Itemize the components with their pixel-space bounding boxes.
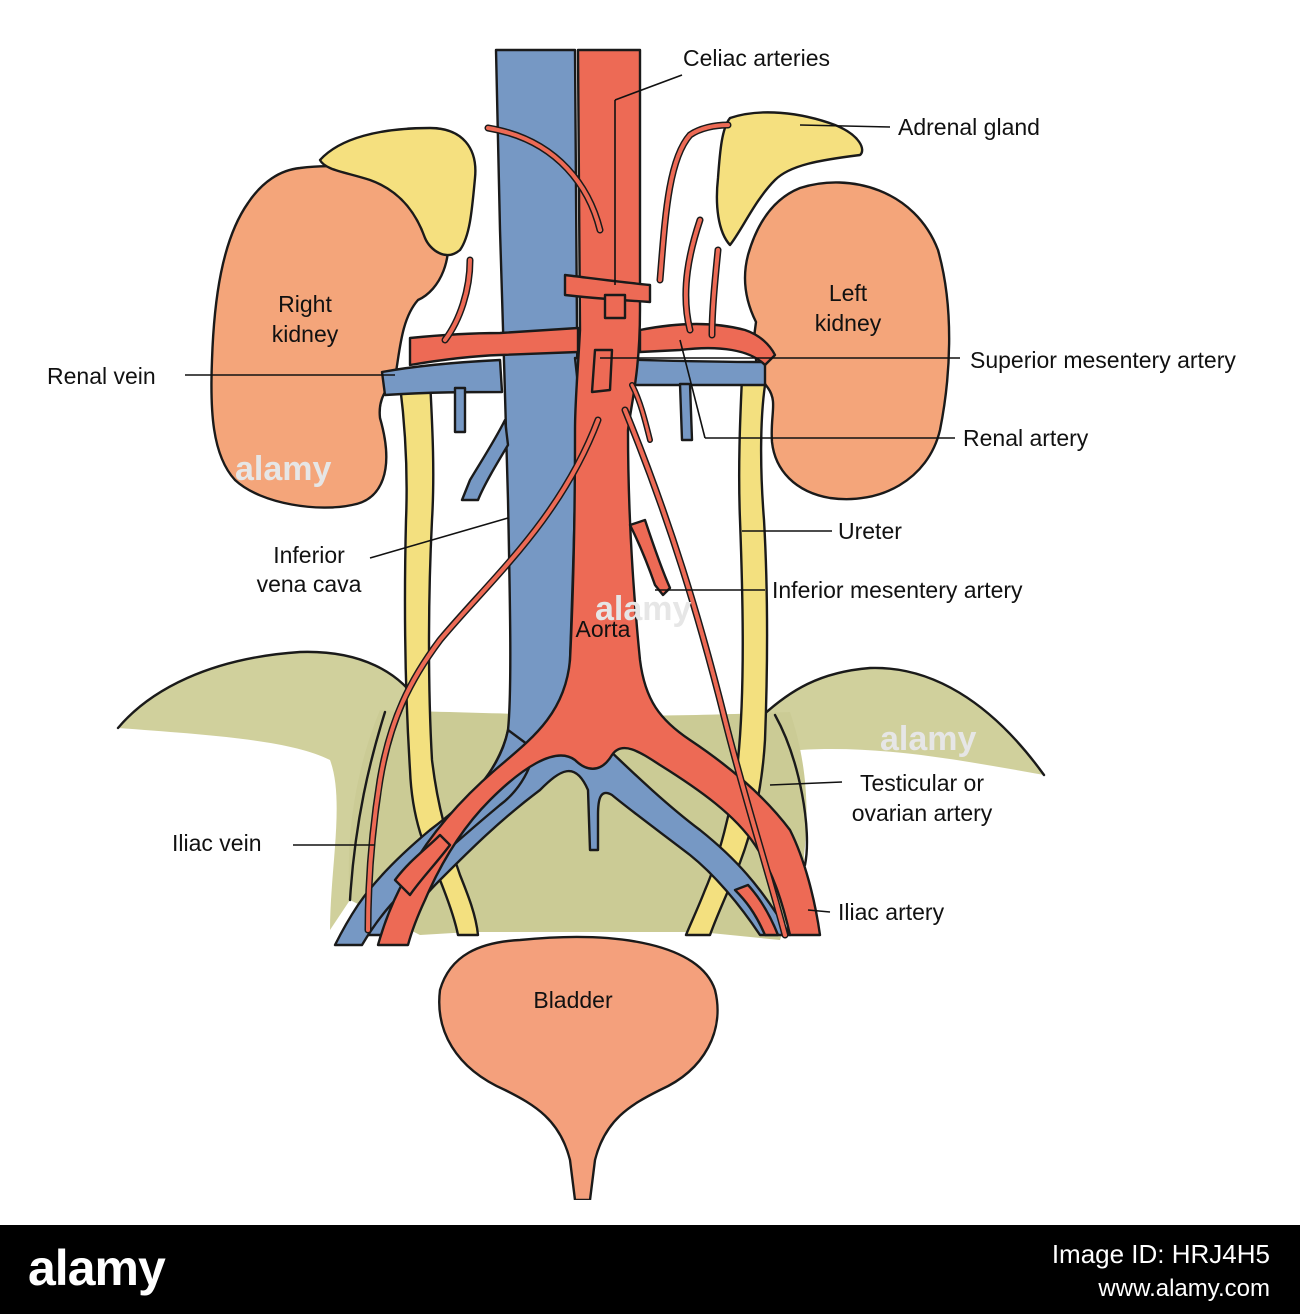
leader-lines bbox=[185, 74, 960, 913]
stock-footer-bar: alamy Image ID: HRJ4H5 www.alamy.com bbox=[0, 1225, 1300, 1314]
label-celiac-arteries: Celiac arteries bbox=[683, 45, 830, 71]
bladder-shape bbox=[438, 935, 719, 1202]
lumbar-vein-stub-l bbox=[678, 382, 694, 442]
label-inferior-mesentery-artery: Inferior mesentery artery bbox=[772, 577, 1023, 603]
renal-artery-left bbox=[638, 322, 777, 367]
label-renal-vein: Renal vein bbox=[47, 363, 156, 389]
urinary-system-illustration: alamy alamy alamy Celiac arteries Adrena… bbox=[47, 45, 1237, 1225]
inferior-mesentery-artery-vessel bbox=[628, 518, 672, 597]
label-inferior-vena-cava-2: vena cava bbox=[257, 571, 362, 597]
sacrum-right-edge bbox=[773, 713, 809, 867]
right-adrenal-gland bbox=[318, 126, 477, 257]
left-kidney-shape bbox=[743, 181, 951, 501]
pelvis-right-wing bbox=[760, 667, 1044, 862]
gonadal-vein-right bbox=[460, 418, 510, 502]
pelvis-left-outline bbox=[116, 650, 422, 730]
label-bladder: Bladder bbox=[533, 987, 613, 1013]
left-adrenal-gland bbox=[715, 111, 864, 247]
celiac-stub bbox=[603, 293, 627, 320]
renal-artery-right bbox=[408, 326, 580, 367]
label-ureter: Ureter bbox=[838, 518, 902, 544]
anatomy-diagram: alamy alamy alamy Celiac arteries Adrena… bbox=[47, 45, 1237, 1225]
label-right-kidney-1: Right bbox=[278, 291, 332, 317]
label-inferior-vena-cava-1: Inferior bbox=[273, 542, 345, 568]
aorta bbox=[376, 48, 822, 947]
watermark: alamy bbox=[595, 590, 691, 628]
alamy-logo: alamy bbox=[28, 1240, 166, 1296]
label-right-kidney-2: kidney bbox=[272, 321, 339, 347]
label-testicular-1: Testicular or bbox=[860, 770, 984, 796]
pelvis-right-outline bbox=[758, 666, 1046, 777]
label-iliac-artery: Iliac artery bbox=[838, 899, 945, 925]
right-iliac-artery bbox=[393, 833, 452, 897]
labels: Celiac arteries Adrenal gland Right kidn… bbox=[47, 45, 1236, 1013]
label-aorta: Aorta bbox=[576, 616, 631, 642]
label-adrenal-gland: Adrenal gland bbox=[898, 114, 1040, 140]
thin-arteries bbox=[364, 121, 789, 939]
lumbar-vein-stub-r bbox=[453, 386, 467, 434]
label-iliac-vein: Iliac vein bbox=[172, 830, 261, 856]
watermark: alamy bbox=[235, 450, 331, 488]
left-iliac-branch bbox=[733, 883, 780, 937]
watermark: alamy bbox=[880, 720, 976, 758]
label-left-kidney-2: kidney bbox=[815, 310, 882, 336]
image-id-text: Image ID: HRJ4H5 bbox=[1051, 1239, 1270, 1269]
right-ureter bbox=[398, 378, 480, 937]
label-renal-artery: Renal artery bbox=[963, 425, 1089, 451]
label-left-kidney-1: Left bbox=[829, 280, 868, 306]
label-superior-mesentery-artery: Superior mesentery artery bbox=[970, 347, 1236, 373]
urethra-fill bbox=[572, 1200, 593, 1225]
celiac-trunk bbox=[563, 273, 652, 304]
site-url-text: www.alamy.com bbox=[1098, 1275, 1270, 1302]
renal-vein-right bbox=[380, 358, 504, 397]
superior-mesentery-artery-vessel bbox=[590, 348, 614, 394]
sacrum-left-edge bbox=[348, 710, 387, 902]
label-testicular-2: ovarian artery bbox=[852, 800, 993, 826]
watermark-group: alamy alamy alamy bbox=[235, 450, 976, 758]
